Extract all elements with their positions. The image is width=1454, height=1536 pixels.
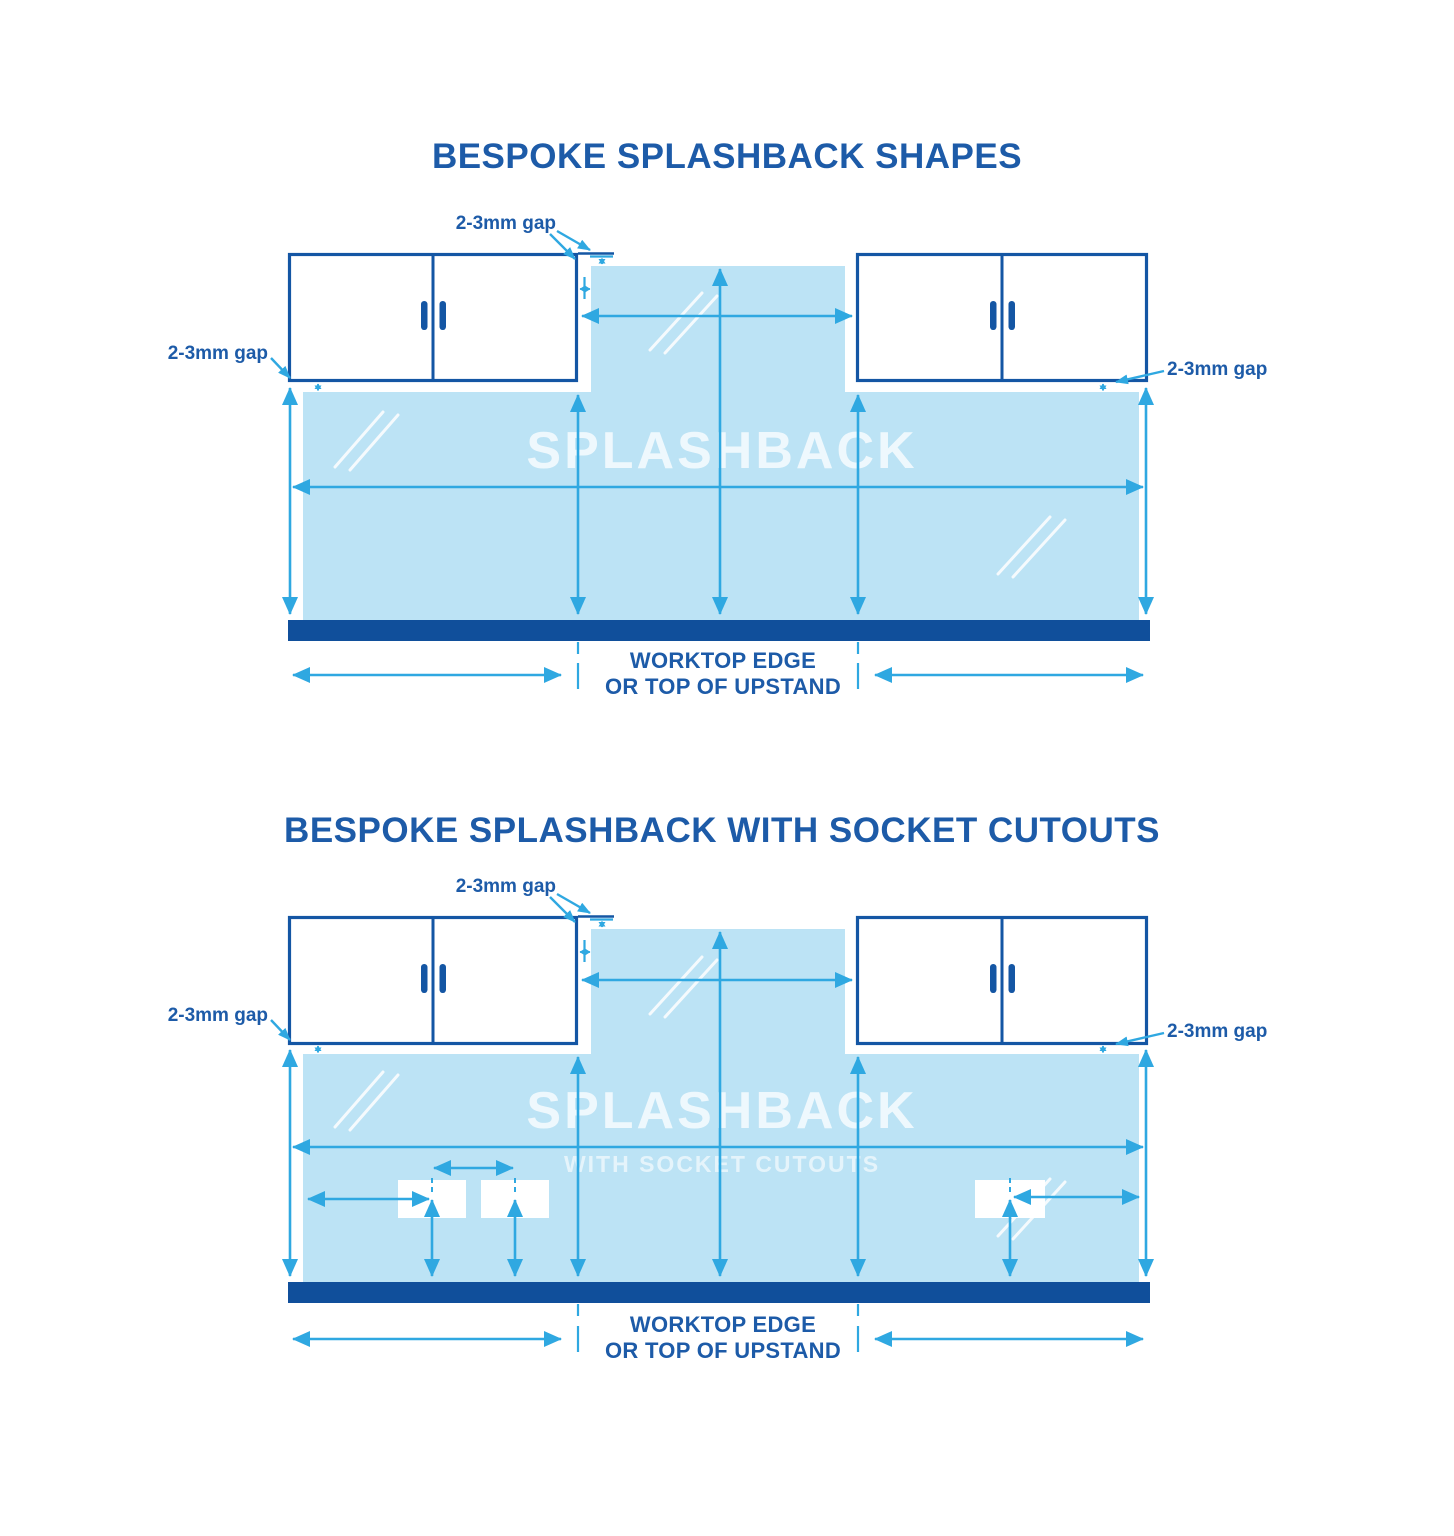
worktop-bar: [288, 620, 1150, 641]
door-handle: [421, 301, 428, 330]
diagram-bespoke-splashback-shapes: BESPOKE SPLASHBACK SHAPES SPLASHBACK: [168, 137, 1268, 699]
splashback-raised-section: [591, 929, 845, 1055]
gap-label-left: 2-3mm gap: [168, 1005, 268, 1026]
gap-leader-line: [556, 892, 591, 915]
gap-annotation-left: 2-3mm gap: [168, 1005, 322, 1053]
wall-cabinet-right: [855, 915, 1149, 1046]
worktop-edge-dimensions: WORKTOP EDGE OR TOP OF UPSTAND: [292, 1304, 1144, 1363]
gap-label-top: 2-3mm gap: [456, 213, 556, 234]
diagram1-title: BESPOKE SPLASHBACK SHAPES: [432, 137, 1022, 176]
worktop-bar: [288, 1282, 1150, 1303]
gap-leader-line: [1115, 1031, 1165, 1047]
gap-label-right: 2-3mm gap: [1167, 359, 1267, 380]
shine-line: [333, 1070, 385, 1129]
shine-line: [1011, 518, 1067, 579]
gap-leader-line: [1115, 369, 1165, 385]
shine-line: [663, 294, 719, 355]
door-handle: [1008, 301, 1015, 330]
socket-cutouts: [307, 1160, 1140, 1277]
door-handle: [439, 301, 446, 330]
dimension-arrows: [282, 268, 1154, 615]
door-handle: [439, 964, 446, 993]
worktop-edge-label-line1: WORKTOP EDGE: [630, 1312, 816, 1337]
diagram-bespoke-splashback-with-socket-cutouts: BESPOKE SPLASHBACK WITH SOCKET CUTOUTS S…: [168, 811, 1268, 1363]
shine-line: [996, 515, 1052, 576]
dimension-arrows: [282, 931, 1154, 1277]
gap-annotation-top: 2-3mm gap: [456, 876, 614, 962]
shine-line: [333, 410, 385, 469]
gap-leader-line: [270, 1019, 291, 1041]
gap-label-right: 2-3mm gap: [1167, 1021, 1267, 1042]
door-handle: [990, 964, 997, 993]
splashback-raised-section: [591, 266, 845, 393]
gap-leader-line: [270, 357, 291, 379]
shine-line: [663, 958, 719, 1019]
gap-label-top: 2-3mm gap: [456, 876, 556, 897]
shine-line: [348, 1073, 400, 1132]
worktop-edge-label-line1: WORKTOP EDGE: [630, 648, 816, 673]
wall-cabinet-left: [287, 252, 579, 383]
gap-label-left: 2-3mm gap: [168, 343, 268, 364]
door-handle: [1008, 964, 1015, 993]
gap-leader-line: [556, 229, 591, 252]
splashback-watermark-subtitle: WITH SOCKET CUTOUTS: [564, 1151, 880, 1177]
gap-leader-line: [549, 233, 576, 260]
diagram2-title: BESPOKE SPLASHBACK WITH SOCKET CUTOUTS: [284, 811, 1160, 850]
gap-annotation-left: 2-3mm gap: [168, 343, 322, 391]
gap-annotation-top: 2-3mm gap: [456, 213, 614, 299]
worktop-edge-label-line2: OR TOP OF UPSTAND: [605, 674, 841, 699]
glass-shine-lines: [333, 291, 1067, 579]
wall-cabinet-right: [855, 252, 1149, 383]
worktop-edge-label-line2: OR TOP OF UPSTAND: [605, 1338, 841, 1363]
gap-annotation-right: 2-3mm gap: [1099, 359, 1267, 391]
door-handle: [421, 964, 428, 993]
worktop-edge-dimensions: WORKTOP EDGE OR TOP OF UPSTAND: [292, 642, 1144, 699]
shine-line: [348, 413, 400, 472]
gap-annotation-right: 2-3mm gap: [1099, 1021, 1267, 1053]
wall-cabinet-left: [287, 915, 579, 1046]
door-handle: [990, 301, 997, 330]
gap-leader-line: [549, 896, 576, 923]
